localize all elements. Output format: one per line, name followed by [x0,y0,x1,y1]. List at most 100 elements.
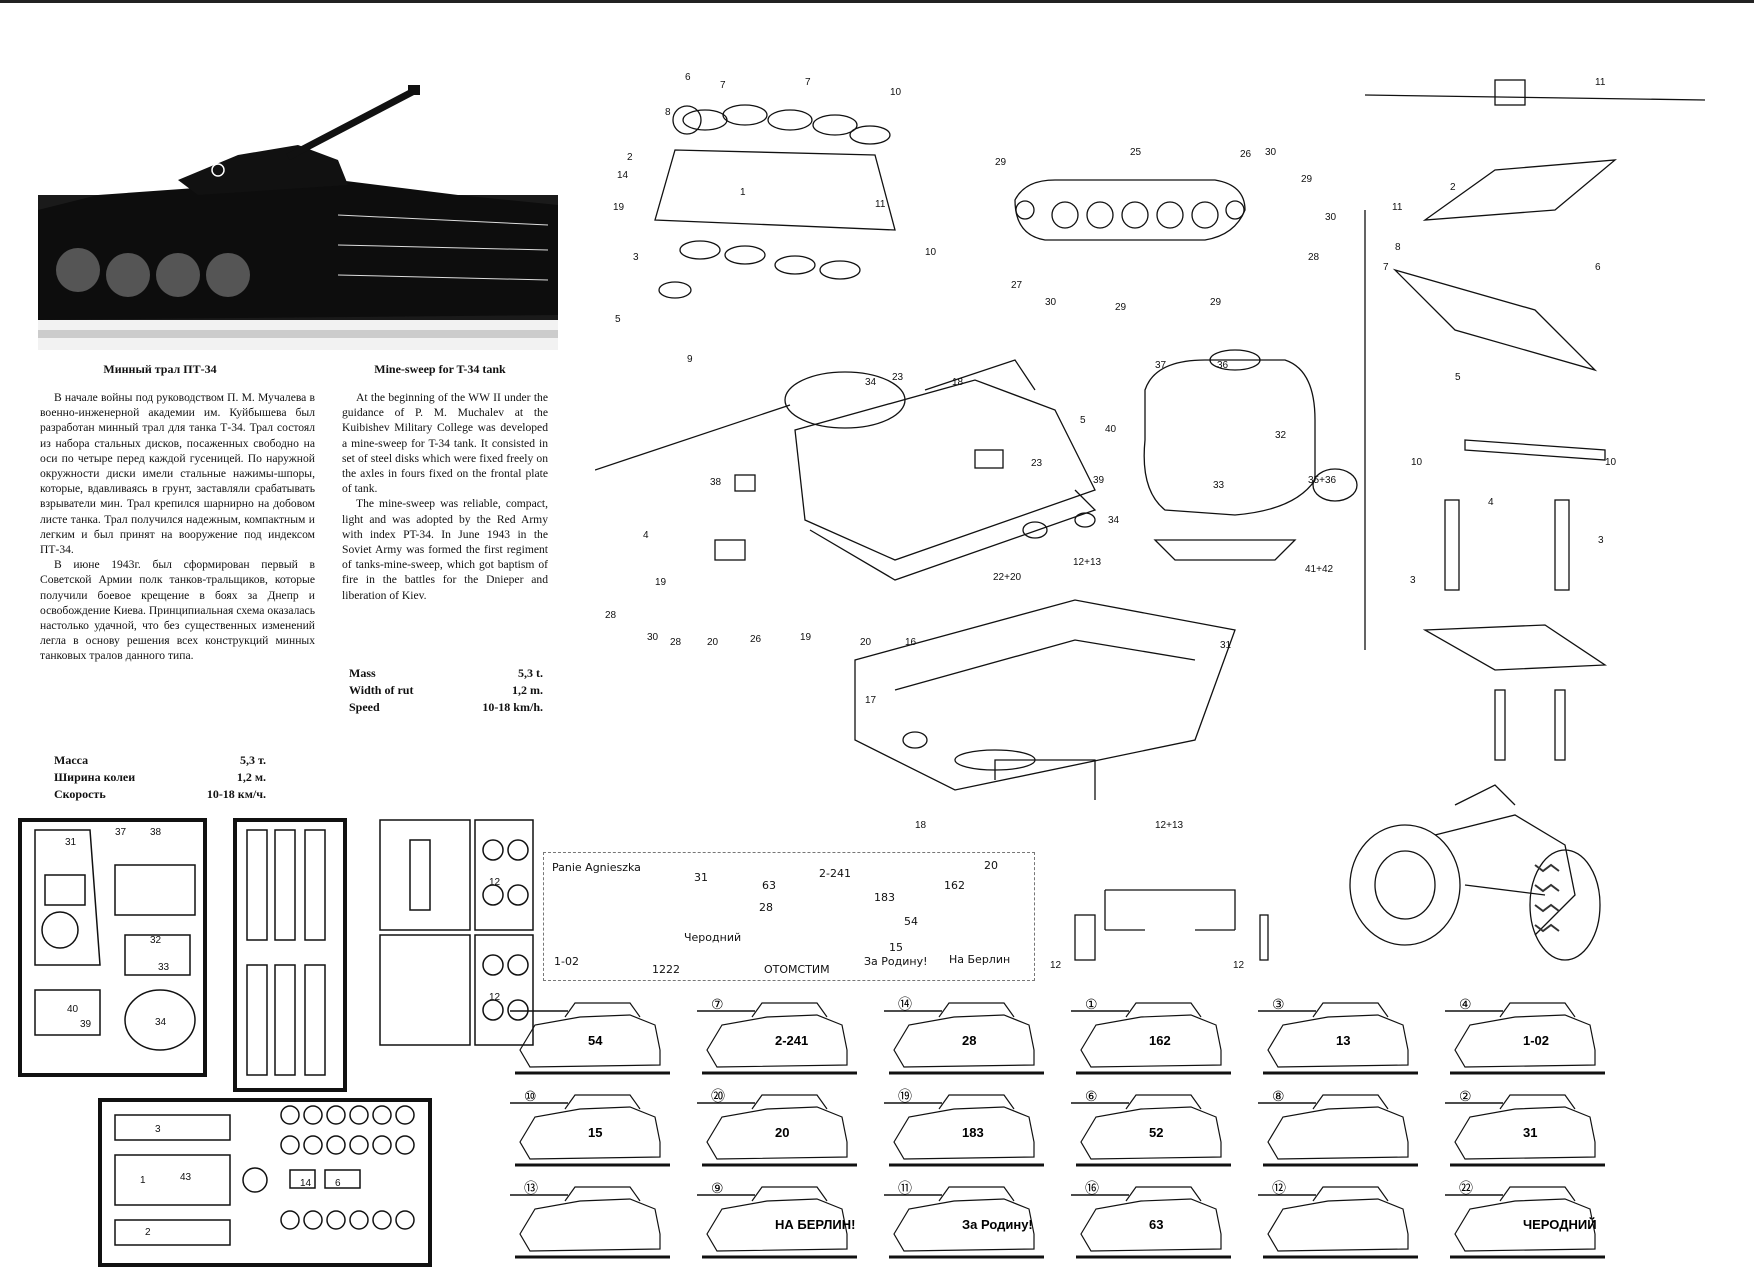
svg-text:8: 8 [665,107,671,118]
svg-text:6: 6 [685,72,691,83]
svg-text:43: 43 [180,1172,192,1183]
svg-text:20: 20 [860,637,872,648]
tank-profile: ⑫ [1258,1180,1418,1259]
svg-text:30: 30 [647,632,659,643]
profile-marking: 63 [1149,1217,1163,1232]
profile-marking: 54 [588,1033,603,1048]
svg-text:29: 29 [1210,297,1222,308]
svg-text:19: 19 [655,577,667,588]
profile-number: ⑲ [898,1088,912,1104]
profile-marking: 20 [775,1125,789,1140]
mine-sweep-wheel-drawing [1349,784,1601,961]
svg-text:18: 18 [952,377,964,388]
decal-cherodniy: Черодний [684,931,741,944]
track-diagram [1014,179,1246,241]
tank-profile: ⑨НА БЕРЛИН! [697,1180,857,1259]
svg-text:19: 19 [800,632,812,643]
profile-number: ⑯ [1085,1180,1099,1196]
tank-profile: ③13 [1258,996,1418,1075]
profile-marking: 15 [588,1125,602,1140]
svg-text:31: 31 [65,837,77,848]
svg-text:23: 23 [892,372,904,383]
profile-marking: НА БЕРЛИН! [775,1217,855,1232]
svg-text:26: 26 [750,634,762,645]
svg-text:2: 2 [145,1227,151,1238]
svg-text:30: 30 [1045,297,1057,308]
profile-number: ⑩ [524,1088,537,1104]
tank-profile: ⑲ 183 [884,1088,1044,1167]
svg-text:34: 34 [865,377,877,388]
decal-28: 28 [759,901,773,914]
svg-text:8: 8 [1395,242,1401,253]
svg-text:28: 28 [605,610,617,621]
profile-number: ④ [1459,996,1472,1012]
svg-text:12: 12 [489,877,501,888]
svg-text:32: 32 [1275,430,1287,441]
profile-marking: 183 [962,1125,984,1140]
svg-text:2: 2 [627,152,633,163]
svg-text:39: 39 [1093,475,1105,486]
tank-profile: ⑬ [510,1180,670,1259]
profile-marking: 162 [1149,1033,1171,1048]
svg-text:10: 10 [1411,457,1423,468]
svg-text:30: 30 [1265,147,1277,158]
svg-text:37: 37 [1155,360,1167,371]
svg-text:3: 3 [1410,575,1416,586]
svg-text:37: 37 [115,827,127,838]
svg-text:12+13: 12+13 [1073,557,1102,568]
svg-text:3: 3 [633,252,639,263]
svg-text:3: 3 [1598,535,1604,546]
decal-za-rodinu: За Родину! [864,955,928,968]
svg-text:11: 11 [875,199,886,210]
svg-text:40: 40 [67,1004,79,1015]
profile-number: ⑦ [711,996,724,1012]
axle-frame-drawing: 12 12 [1050,889,1269,970]
en-title: Mine-sweep for T-34 tank [374,362,506,376]
svg-text:38: 38 [710,477,722,488]
svg-text:40: 40 [1105,424,1117,435]
profile-marking: 13 [1336,1033,1350,1048]
svg-text:20: 20 [707,637,719,648]
decal-1222: 1222 [652,963,680,976]
svg-text:29: 29 [995,157,1007,168]
tank-profile: ⑯ 63 [1071,1180,1231,1259]
svg-text:6: 6 [335,1178,341,1189]
decal-otomstim: ОТОМСТИМ [764,963,830,976]
svg-text:17: 17 [865,695,877,706]
decal-sheet: Panie Agnieszka 31 63 2-241 162 20 183 2… [543,852,1035,981]
svg-text:33: 33 [1213,480,1225,491]
profile-number: ㉒ [1459,1180,1473,1196]
svg-text:29: 29 [1301,174,1313,185]
decal-183: 183 [874,891,895,904]
svg-text:39: 39 [80,1019,92,1030]
svg-text:12+13: 12+13 [1155,820,1184,830]
svg-text:36: 36 [1217,360,1229,371]
ru-paragraph-2: В июне 1943г. был сформирован первый в С… [40,558,315,663]
profile-marking: 1-02 [1523,1033,1549,1048]
ru-paragraph-1: В начале войны под руководством П. М. Му… [40,391,315,557]
svg-text:1: 1 [740,187,746,198]
svg-text:2: 2 [1450,182,1456,193]
svg-text:34: 34 [1108,515,1120,526]
svg-text:32: 32 [150,935,162,946]
svg-text:18: 18 [915,820,927,830]
svg-text:7: 7 [805,77,811,88]
svg-text:11: 11 [1392,202,1403,213]
svg-text:10: 10 [1605,457,1617,468]
decal-63: 63 [762,879,776,892]
svg-text:30: 30 [1325,212,1337,223]
svg-text:23: 23 [1031,458,1043,469]
svg-text:28: 28 [1308,252,1320,263]
svg-text:22+20: 22+20 [993,572,1022,583]
ru-text: В начале войны под руководством П. М. Му… [40,390,315,664]
